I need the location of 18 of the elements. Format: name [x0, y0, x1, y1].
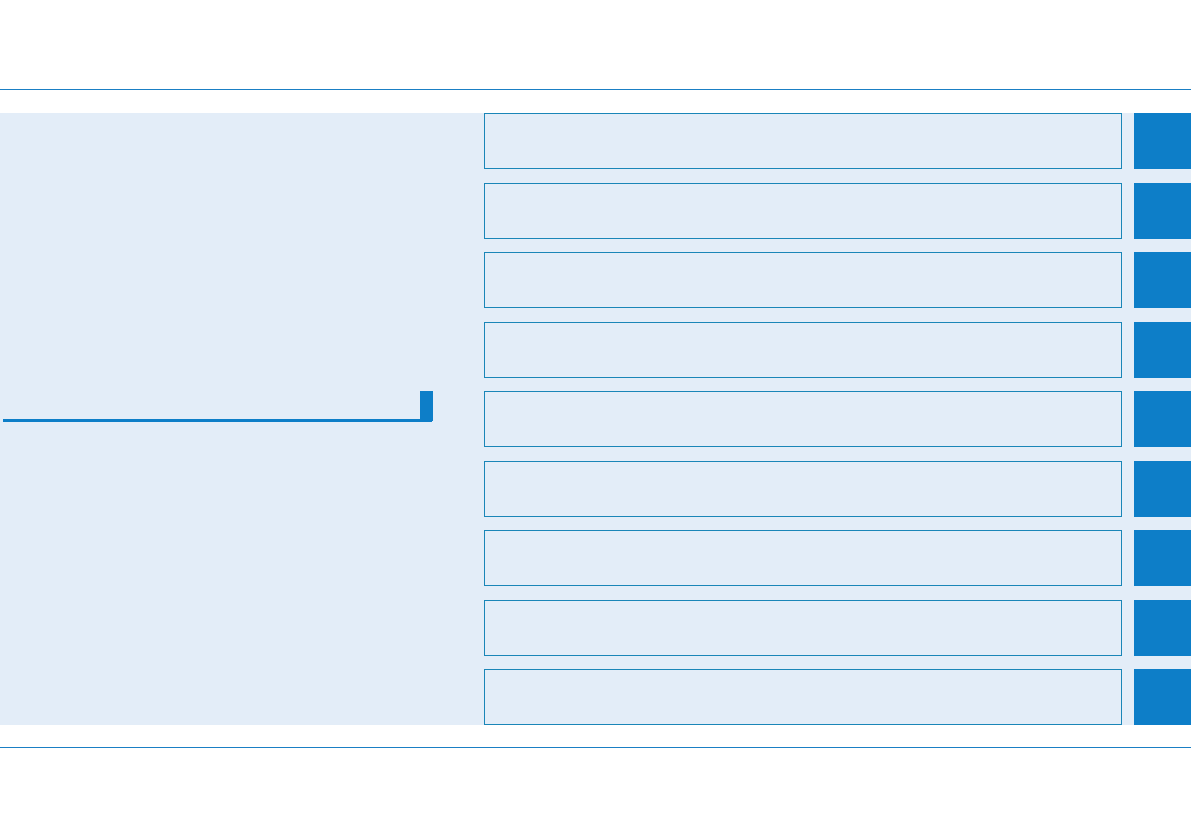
entry-box	[484, 322, 1122, 378]
chapter-tab	[1134, 183, 1191, 239]
chapter-tab	[1134, 322, 1191, 378]
entry-box	[484, 530, 1122, 586]
chapter-tab	[1134, 113, 1191, 169]
chapter-tab	[1134, 461, 1191, 517]
chapter-tab	[1134, 252, 1191, 308]
entry-box	[484, 391, 1122, 447]
chapter-tab	[1134, 669, 1191, 725]
chapter-tab	[1134, 391, 1191, 447]
entry-box	[484, 113, 1122, 169]
entry-box	[484, 600, 1122, 656]
entry-box	[484, 252, 1122, 308]
entry-box	[484, 183, 1122, 239]
chapter-tab	[1134, 600, 1191, 656]
chapter-tab	[1134, 530, 1191, 586]
entry-box	[484, 461, 1122, 517]
entry-box	[484, 669, 1122, 725]
